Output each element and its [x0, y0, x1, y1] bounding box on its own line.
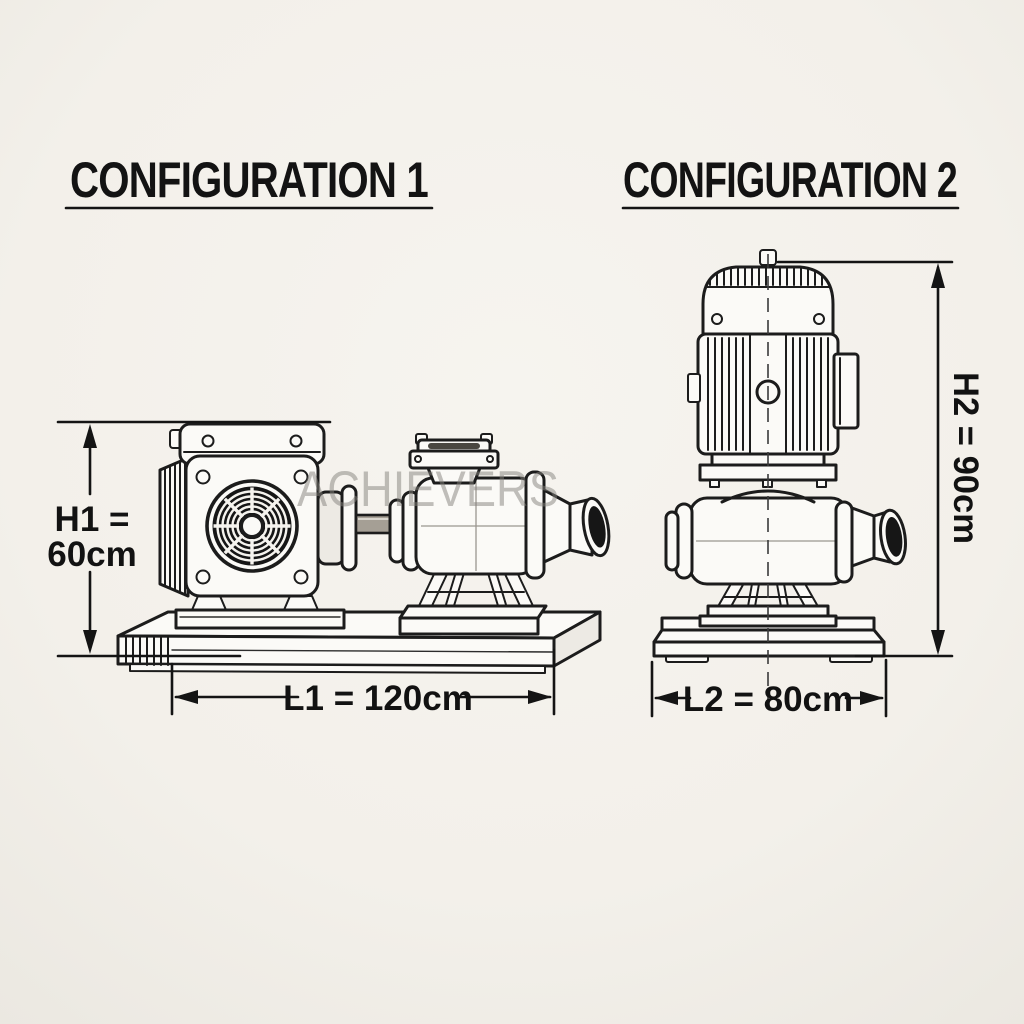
fan-grille	[205, 479, 299, 573]
screw-icon	[289, 434, 303, 448]
screw-icon	[195, 469, 211, 485]
base-ribs	[125, 636, 169, 666]
config1-title: CONFIGURATION 1	[70, 152, 428, 208]
l1-dimension-label: L1 = 120cm	[283, 679, 473, 718]
h2-dimension: H2 = 90cm	[776, 260, 985, 658]
l2-dimension: L2 = 80cm	[650, 658, 888, 719]
h1-dimension: H1 = 60cm	[47, 420, 332, 658]
arrow-left-icon	[654, 691, 678, 705]
screw-icon	[711, 313, 723, 325]
screw-icon	[195, 569, 211, 585]
arrow-right-icon	[860, 691, 884, 705]
suction-flange	[408, 433, 500, 485]
motor-fins	[707, 337, 829, 451]
cooling-fins	[158, 456, 190, 598]
h1-dimension-label: H1 =	[55, 500, 130, 539]
discharge-nozzle	[850, 506, 907, 568]
pump-pedestal	[398, 569, 548, 636]
screw-icon	[293, 469, 309, 485]
screw-icon	[293, 569, 309, 585]
l1-dimension: L1 = 120cm	[170, 648, 556, 718]
watermark: ACHIEVERS	[297, 461, 559, 517]
arrow-down-icon	[931, 630, 945, 655]
configuration-1-section: CONFIGURATION 1	[47, 152, 611, 718]
config1-motor-mount	[174, 595, 346, 630]
h1-dimension-value: 60cm	[47, 535, 137, 574]
arrow-up-icon	[931, 263, 945, 288]
screw-icon	[201, 434, 215, 448]
arrow-right-icon	[528, 690, 552, 704]
config1-title-group: CONFIGURATION 1	[64, 152, 434, 210]
fan-spokes	[213, 487, 291, 565]
arrow-down-icon	[83, 630, 97, 654]
arrow-up-icon	[83, 424, 97, 448]
arrow-left-icon	[174, 690, 198, 704]
discharge-nozzle	[542, 488, 611, 564]
screw-icon	[813, 313, 825, 325]
config1-motor	[158, 422, 326, 598]
config2-pump	[664, 489, 907, 586]
l2-dimension-label: L2 = 80cm	[683, 680, 853, 719]
config2-title: CONFIGURATION 2	[623, 152, 957, 208]
side-boss	[687, 373, 701, 403]
configuration-2-section: CONFIGURATION 2	[621, 152, 985, 719]
pump-shaft	[354, 513, 396, 535]
h2-dimension-label: H2 = 90cm	[946, 372, 985, 544]
config2-motor	[687, 249, 860, 456]
config1-pump	[398, 433, 611, 636]
config2-title-group: CONFIGURATION 2	[621, 152, 960, 210]
terminal-box	[832, 352, 860, 430]
